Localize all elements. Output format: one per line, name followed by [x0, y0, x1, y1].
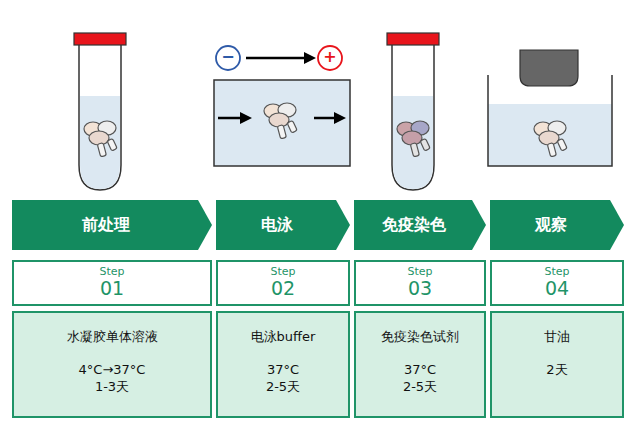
- node-text: Step: [99, 266, 124, 279]
- condition-box: 水凝胶单体溶液 4°C→37°C1-3天: [12, 311, 212, 418]
- electrode-minus: −: [218, 47, 238, 67]
- step-box: Step01: [12, 260, 212, 306]
- tube: [74, 33, 126, 190]
- node-text: Step: [270, 266, 295, 279]
- step-box: Step03: [354, 260, 486, 306]
- observation-dish: [488, 50, 612, 166]
- node-text: 4°C→37°C: [79, 362, 146, 379]
- electrophoresis-chamber: [214, 46, 350, 166]
- tube: [387, 33, 439, 190]
- node-text: 免疫染色试剂: [381, 329, 459, 346]
- node-text: 37°C: [404, 362, 436, 379]
- stage-banner: 观察: [490, 200, 624, 250]
- electrode-plus: +: [320, 47, 340, 67]
- node-text: 04: [545, 278, 569, 300]
- node-text: 1-3天: [95, 379, 129, 396]
- node-text: 电泳: [261, 215, 305, 236]
- node-text: 37°C: [267, 362, 299, 379]
- stage-banner: 免疫染色: [354, 200, 486, 250]
- node-text: 01: [100, 278, 124, 300]
- step-box: Step02: [216, 260, 350, 306]
- condition-box: 电泳buffer 37°C2-5天: [216, 311, 350, 418]
- node-text: 观察: [535, 215, 579, 236]
- condition-box: 甘油 2天: [490, 311, 624, 418]
- node-text: 2天: [546, 362, 567, 379]
- step-box: Step04: [490, 260, 624, 306]
- node-text: 甘油: [544, 329, 570, 346]
- stage-banner: 前处理: [12, 200, 212, 250]
- node-text: Step: [407, 266, 432, 279]
- node-text: 2-5天: [403, 379, 437, 396]
- node-text: 02: [271, 278, 295, 300]
- node-text: 水凝胶单体溶液: [67, 329, 158, 346]
- condition-box: 免疫染色试剂 37°C2-5天: [354, 311, 486, 418]
- node-text: 2-5天: [266, 379, 300, 396]
- node-text: 03: [408, 278, 432, 300]
- node-text: Step: [544, 266, 569, 279]
- node-text: 前处理: [82, 215, 142, 236]
- stage-banner: 电泳: [216, 200, 350, 250]
- node-text: 电泳buffer: [251, 329, 316, 346]
- node-text: 免疫染色: [382, 215, 458, 236]
